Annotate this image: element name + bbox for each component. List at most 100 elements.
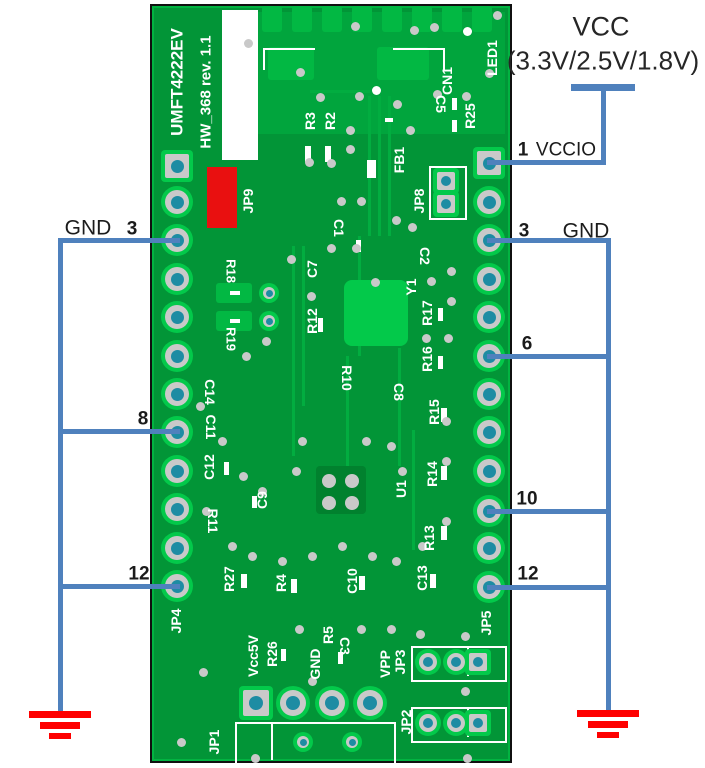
jp4-pin-11 [161, 532, 193, 564]
pad-hole [482, 387, 496, 401]
pad-hole [299, 738, 307, 746]
via [441, 416, 451, 426]
board-region [291, 579, 297, 593]
silkscreen-label-c2: C2 [417, 247, 433, 265]
pad-hole [170, 272, 184, 286]
board-region [230, 319, 240, 323]
pin-number-1: 1 [517, 139, 529, 161]
silkscreen-label-r5: R5 [320, 626, 336, 644]
silkscreen-label-r17: R17 [419, 300, 435, 326]
pad [465, 710, 491, 736]
ground-symbol-left [49, 733, 71, 739]
silk-bracket [443, 48, 445, 70]
via [356, 624, 366, 634]
board-region [438, 356, 443, 369]
board-region [441, 526, 447, 540]
jp3-header [411, 646, 507, 682]
pad-hole [482, 272, 496, 286]
via [176, 737, 186, 747]
via [409, 25, 419, 35]
via [370, 277, 380, 287]
pad-hole [473, 657, 483, 667]
pad-hole [286, 696, 300, 710]
via [257, 486, 267, 496]
cn1-pad [472, 6, 492, 32]
board-region [367, 160, 376, 178]
jp4-pin-5 [161, 301, 193, 333]
board-region [359, 576, 365, 590]
ground-symbol-right [597, 732, 619, 738]
board-region [452, 98, 457, 110]
via [322, 496, 336, 510]
cn1-pad [412, 6, 432, 32]
left-gnd-bus [58, 238, 63, 714]
board-region [292, 246, 295, 456]
cn1-pad [382, 6, 402, 32]
right-gnd-bus [606, 238, 611, 713]
via [345, 496, 359, 510]
silkscreen-label-r13: R13 [421, 525, 437, 551]
cn1-pad [262, 6, 282, 32]
jp5-pin-2 [473, 186, 505, 218]
pin-number-8-left: 8 [137, 408, 149, 430]
silkscreen-label-r12: R12 [304, 308, 320, 334]
board-region [441, 466, 447, 480]
via [462, 753, 472, 763]
silkscreen-label-jp9: JP9 [240, 188, 256, 214]
pad-hole [482, 425, 496, 439]
net-label-vccio: VCCIO [535, 139, 597, 161]
via [356, 196, 366, 206]
silkscreen-label-hw-368-rev-1-1: HW_368 rev. 1.1 [197, 35, 215, 149]
jp8-header [429, 166, 467, 220]
pad-hole [482, 464, 496, 478]
via [446, 266, 456, 276]
pad [433, 168, 459, 194]
board-region [378, 96, 381, 236]
pad-hole [265, 289, 273, 297]
pin-number-6-right: 6 [521, 333, 533, 355]
via [361, 436, 371, 446]
pad-hole [423, 718, 433, 728]
pad [443, 649, 469, 675]
via [195, 401, 205, 411]
via [261, 336, 271, 346]
via [217, 436, 227, 446]
jp4-pin-9 [161, 455, 193, 487]
silkscreen-label-vcc5v: Vcc5V [245, 634, 261, 678]
silkscreen-label-fb1: FB1 [391, 146, 407, 174]
pad [465, 649, 491, 675]
pad-hole [170, 310, 184, 324]
silkscreen-label-r27: R27 [221, 566, 237, 592]
pad-hole [170, 159, 184, 173]
pad-hole [170, 464, 184, 478]
jp4-pin-7 [161, 378, 193, 410]
silkscreen-label-jp3: JP3 [392, 649, 408, 675]
pad [353, 686, 387, 720]
via [484, 68, 494, 78]
cn1-pad [442, 6, 462, 32]
ground-symbol-left [29, 711, 91, 718]
pad [276, 686, 310, 720]
jp4-pin-10 [161, 493, 193, 525]
via [386, 624, 396, 634]
silkscreen-label-r11: R11 [205, 508, 221, 534]
via [326, 158, 336, 168]
via [243, 38, 253, 48]
board-region [271, 724, 273, 760]
silk-bracket [393, 48, 445, 50]
silkscreen-label-umft4222ev: UMFT4222EV [167, 28, 187, 136]
via [421, 333, 431, 343]
silkscreen-label-c5: C5 [433, 95, 449, 113]
via [441, 516, 451, 526]
crystal-footprint-y1 [344, 280, 408, 346]
silkscreen-label-c7: C7 [304, 260, 320, 278]
pad-hole [170, 387, 184, 401]
jp4-pin-6 [161, 340, 193, 372]
via [306, 291, 316, 301]
pad-hole [170, 195, 184, 209]
silkscreen-label-r19: R19 [223, 327, 239, 351]
board-region [241, 574, 247, 588]
jp5-pin-7 [473, 378, 505, 410]
silkscreen-label-jp4: JP4 [168, 608, 184, 634]
